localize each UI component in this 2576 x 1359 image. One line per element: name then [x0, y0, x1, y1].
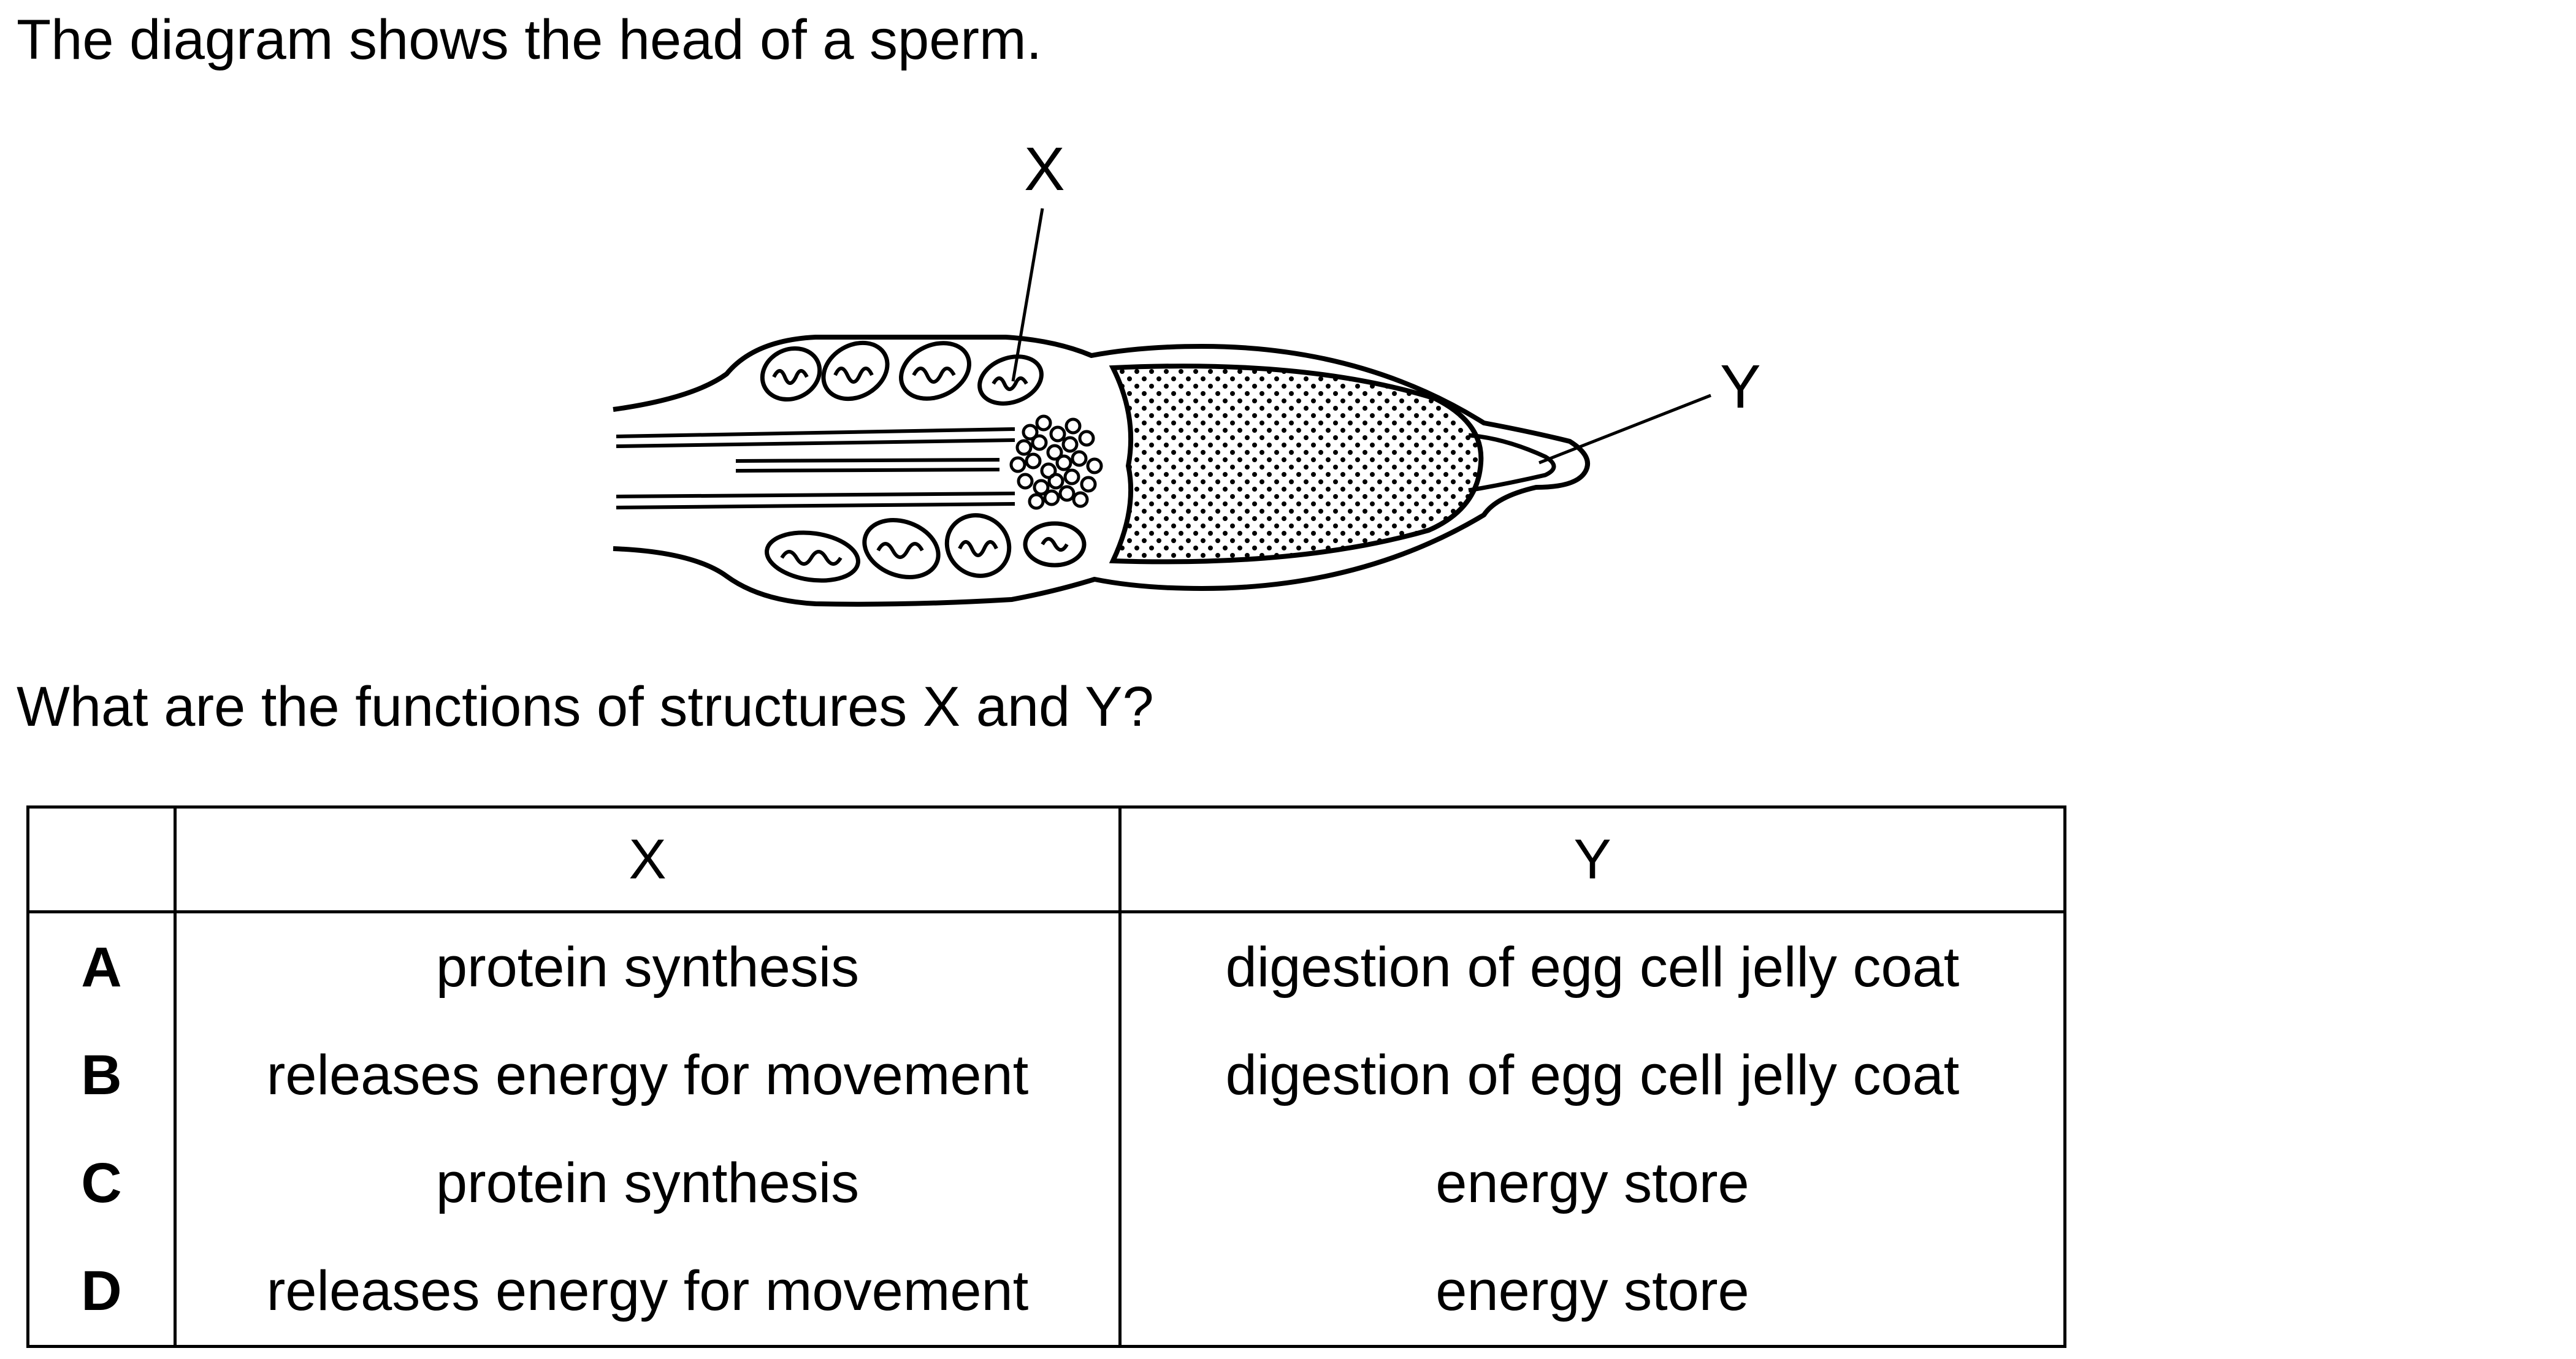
axial-filament: [616, 427, 1015, 509]
table-row[interactable]: D releases energy for movement energy st…: [26, 1237, 2066, 1348]
y-function: energy store: [1118, 1129, 2066, 1237]
option-letter: A: [26, 912, 177, 1021]
x-function: protein synthesis: [174, 912, 1122, 1021]
sperm-outline: [613, 335, 1590, 607]
table-row[interactable]: C protein synthesis energy store: [26, 1129, 2066, 1237]
label-x: X: [1024, 135, 1065, 204]
table-row[interactable]: A protein synthesis digestion of egg cel…: [26, 912, 2066, 1021]
mitochondria: [760, 340, 1087, 583]
option-letter: C: [26, 1129, 177, 1237]
x-function: releases energy for movement: [174, 1237, 1122, 1348]
answer-table: X Y A protein synthesis digestion of egg…: [26, 805, 2066, 1348]
y-function: digestion of egg cell jelly coat: [1118, 912, 2066, 1021]
option-letter: B: [26, 1021, 177, 1129]
table-header-row: X Y: [26, 805, 2066, 913]
table-row[interactable]: B releases energy for movement digestion…: [26, 1021, 2066, 1129]
x-function: protein synthesis: [174, 1129, 1122, 1237]
header-y: Y: [1118, 805, 2066, 913]
x-function: releases energy for movement: [174, 1021, 1122, 1129]
label-y-line: [1538, 394, 1711, 465]
y-function: energy store: [1118, 1237, 2066, 1348]
intro-text: The diagram shows the head of a sperm.: [17, 9, 1042, 71]
acrosome-tip: [1468, 433, 1556, 493]
y-function: digestion of egg cell jelly coat: [1118, 1021, 2066, 1129]
label-x-line: [1011, 208, 1044, 382]
header-x: X: [174, 805, 1122, 913]
option-letter: D: [26, 1237, 177, 1348]
nucleus: [1109, 364, 1484, 565]
header-option: [26, 805, 177, 913]
label-y: Y: [1720, 352, 1761, 421]
sperm-head-diagram: X Y: [613, 135, 1761, 607]
question-text: What are the functions of structures X a…: [17, 676, 1154, 738]
centriole-cluster: [1009, 414, 1103, 510]
